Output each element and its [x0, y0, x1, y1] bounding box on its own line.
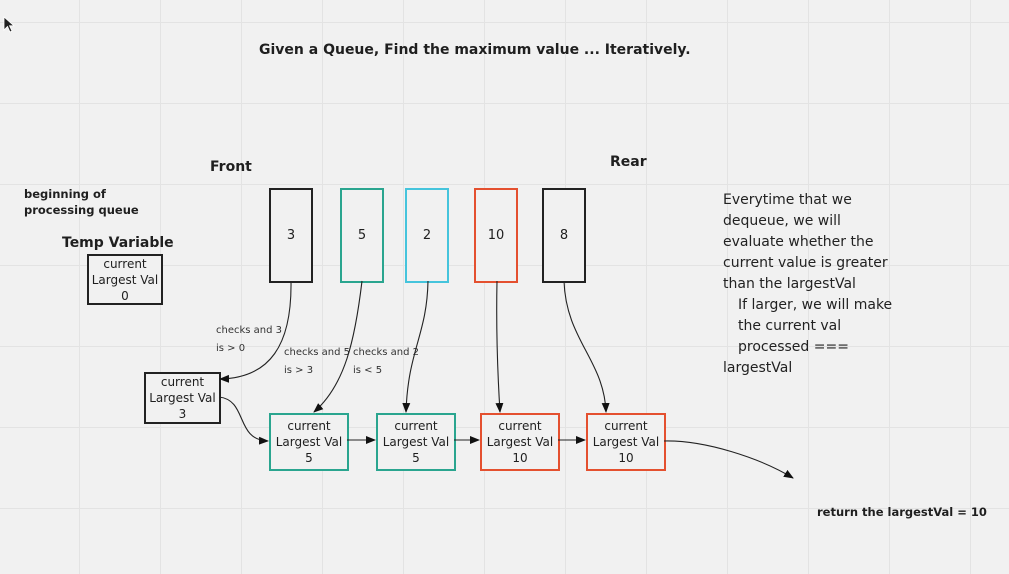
queue-item-5: 8	[542, 188, 586, 283]
beginning-label: beginning of processing queue	[24, 187, 139, 217]
queue-item-4: 10	[474, 188, 518, 283]
queue-item-3: 2	[405, 188, 449, 283]
temp-variable-label: Temp Variable	[62, 235, 174, 251]
note-check-3: checks and 3 is > 0	[216, 325, 283, 354]
arrow-queue10-to-stage4	[495, 280, 504, 413]
stage-box-2: current Largest Val 5	[269, 413, 349, 471]
stage-box-1: current Largest Val 3	[144, 372, 221, 424]
arrow-queue2-to-stage3	[402, 280, 429, 413]
mouse-cursor-icon	[3, 16, 16, 33]
front-label: Front	[210, 159, 252, 175]
arrow-stage5-to-return	[663, 440, 794, 479]
rear-label: Rear	[610, 154, 647, 170]
arrow-stage1-to-stage2	[218, 396, 269, 445]
queue-item-1: 3	[269, 188, 313, 283]
arrow-queue8-to-stage5	[563, 280, 610, 413]
temp-largest-val-box: current Largest Val 0	[87, 254, 163, 305]
explanation-text: Everytime that we dequeue, we will evalu…	[723, 192, 893, 376]
stage-box-4: current Largest Val 10	[480, 413, 560, 471]
queue-item-2: 5	[340, 188, 384, 283]
return-text: return the largestVal = 10	[817, 505, 987, 519]
note-check-5: checks and 5 is > 3	[284, 347, 351, 376]
arrow-queue3-to-stage1	[219, 280, 292, 383]
diagram-title: Given a Queue, Find the maximum value ..…	[259, 42, 691, 58]
note-check-2: checks and 2 is < 5	[353, 347, 420, 376]
stage-box-3: current Largest Val 5	[376, 413, 456, 471]
arrow-queue5-to-stage2	[313, 280, 363, 413]
stage-box-5: current Largest Val 10	[586, 413, 666, 471]
